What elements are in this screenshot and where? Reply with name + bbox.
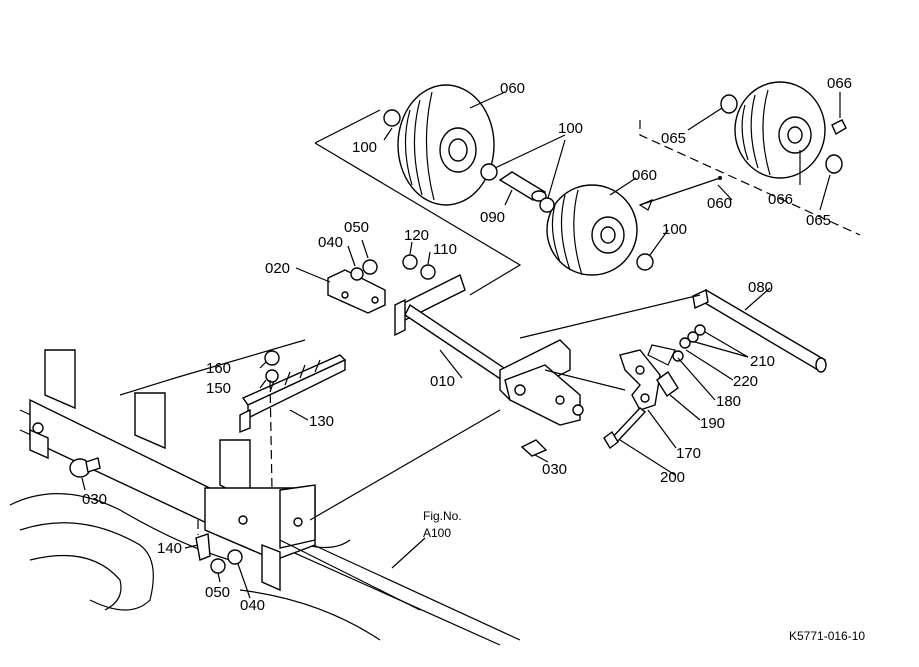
frame-plate <box>29 349 316 592</box>
rod-080 <box>692 288 827 373</box>
spring-180 <box>647 344 676 366</box>
label-050-top: 050 <box>344 219 369 236</box>
fig-ref-line2: A100 <box>423 526 451 540</box>
bolt-030-b <box>520 439 548 457</box>
labels: 060 100 100 090 060 100 066 065 060 066 … <box>82 75 852 614</box>
label-030-left: 030 <box>82 491 107 508</box>
spacer-090 <box>498 171 547 202</box>
label-190: 190 <box>700 415 725 432</box>
washer-040-b <box>227 549 243 565</box>
nut-050-a <box>362 259 378 275</box>
washer-100-c <box>539 197 555 213</box>
label-080: 080 <box>748 279 773 296</box>
label-100-center: 100 <box>558 120 583 137</box>
label-140: 140 <box>157 540 182 557</box>
washer-150 <box>265 369 279 383</box>
label-020: 020 <box>265 260 290 277</box>
grease-nipple-066 <box>831 119 847 136</box>
nut-160 <box>264 350 280 366</box>
label-200: 200 <box>660 469 685 486</box>
washer-040-a <box>350 267 364 281</box>
lever-170 <box>619 349 661 411</box>
washer-110 <box>420 264 436 280</box>
label-060-top: 060 <box>500 80 525 97</box>
label-060-right: 060 <box>707 195 732 212</box>
spring-plate-130 <box>239 354 347 434</box>
label-210: 210 <box>750 353 775 370</box>
bracket-020 <box>327 269 386 314</box>
label-160: 160 <box>206 360 231 377</box>
nut-120 <box>402 254 418 270</box>
label-066-bottom: 066 <box>768 191 793 208</box>
label-120: 120 <box>404 227 429 244</box>
bushing-065-a <box>720 94 738 114</box>
washers-210-220 <box>672 324 706 362</box>
label-110: 110 <box>433 241 457 258</box>
wheel-060-mid <box>546 184 638 276</box>
bolt-140 <box>195 533 211 561</box>
leader-lines <box>81 91 841 599</box>
label-066-top: 066 <box>827 75 852 92</box>
label-180: 180 <box>716 393 741 410</box>
label-010: 010 <box>430 373 455 390</box>
label-060-mid: 060 <box>632 167 657 184</box>
label-050-bottom: 050 <box>205 584 230 601</box>
collar-190 <box>656 370 679 398</box>
label-130: 130 <box>309 413 334 430</box>
label-030-right: 030 <box>542 461 567 478</box>
bolt-030-a <box>69 457 101 478</box>
axle-010 <box>394 274 584 426</box>
washer-100-a <box>383 109 401 127</box>
wheel-060-right <box>734 81 826 179</box>
label-170: 170 <box>676 445 701 462</box>
nut-050-b <box>210 558 226 574</box>
label-065-top: 065 <box>661 130 686 147</box>
washer-100-b <box>480 163 498 181</box>
washer-100-d <box>636 253 654 271</box>
label-065-bottom: 065 <box>806 212 831 229</box>
drawing-code: K5771-016-10 <box>789 629 865 643</box>
label-040-bottom: 040 <box>240 597 265 614</box>
label-040-top: 040 <box>318 234 343 251</box>
label-100-right: 100 <box>662 221 687 238</box>
label-220: 220 <box>733 373 758 390</box>
fig-ref-line1: Fig.No. <box>423 509 462 523</box>
label-100-left: 100 <box>352 139 377 156</box>
label-150: 150 <box>206 380 231 397</box>
bushing-065-b <box>825 154 843 174</box>
label-090: 090 <box>480 209 505 226</box>
assembly-lines <box>119 109 861 611</box>
bolt-200 <box>603 407 647 450</box>
wheel-060-top <box>397 84 495 206</box>
figure-reference: Fig.No. A100 <box>423 509 462 540</box>
